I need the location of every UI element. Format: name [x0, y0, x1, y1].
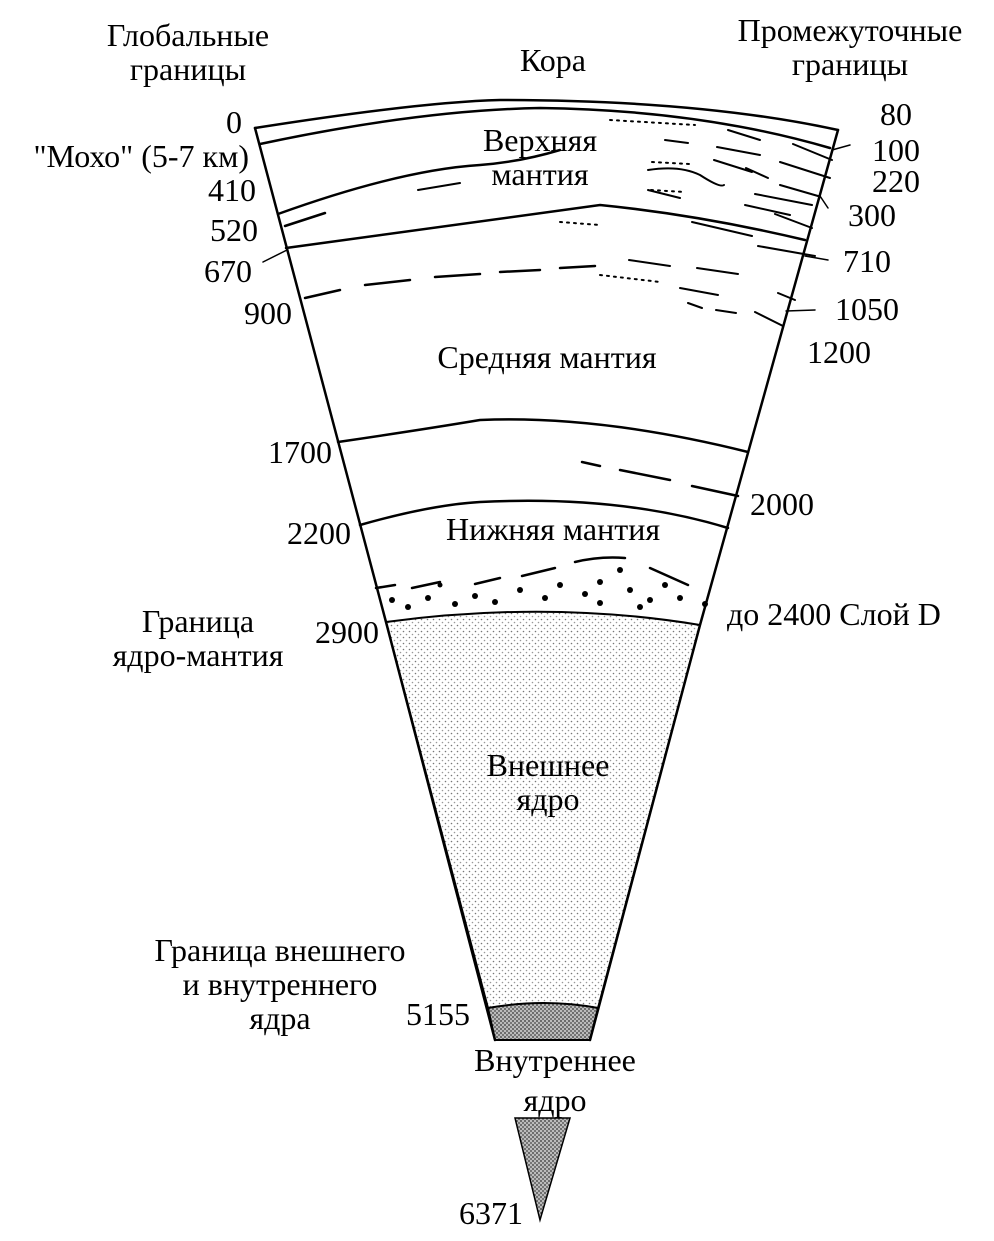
moho-label: "Мохо" (5-7 км) — [33, 138, 249, 174]
boundary-670 — [284, 203, 807, 250]
header-intermediate-boundaries: Промежуточные границы — [738, 13, 963, 81]
layer-d-dots — [389, 567, 708, 610]
header-line: границы — [129, 51, 247, 87]
label-line: Внутреннее — [474, 1042, 636, 1078]
label-line: и внутреннего — [182, 966, 378, 1002]
depth-900: 900 — [244, 295, 292, 331]
moho-line — [258, 106, 832, 150]
label-line: Граница — [141, 603, 255, 639]
layer-d-label: до 2400 Слой D — [727, 596, 941, 632]
depth-710: 710 — [843, 243, 891, 279]
wedge-right-edge — [588, 128, 840, 1042]
depth-1200: 1200 — [807, 334, 871, 370]
depth-670: 670 — [204, 253, 252, 289]
inner-outer-core-boundary-label: Граница внешнего и внутреннего ядра — [155, 933, 406, 1035]
depth-0: 0 — [226, 104, 242, 140]
depth-80: 80 — [880, 96, 912, 132]
header-line: Глобальные — [106, 17, 270, 53]
boundary-2200 — [358, 499, 730, 530]
label-line: ядра — [249, 1000, 311, 1036]
depth-1050: 1050 — [835, 291, 899, 327]
lower-mantle-label: Нижняя мантия — [445, 511, 661, 547]
inner-core-tip — [514, 1117, 572, 1223]
label-line: ядро — [516, 781, 580, 817]
header-crust: Кора — [520, 42, 586, 78]
core-mantle-boundary-label: Граница ядро-мантия — [113, 604, 284, 672]
label-line: мантия — [491, 156, 589, 192]
boundary-1700 — [336, 418, 750, 454]
depth-100: 100 — [872, 132, 920, 168]
label-line: Граница внешнего — [154, 932, 406, 968]
wedge-left-edge — [253, 126, 497, 1042]
depth-5155: 5155 — [406, 996, 470, 1032]
surface-line — [253, 98, 840, 132]
upper-mantle-label: Верхняя мантия — [483, 123, 597, 191]
boundary-2000 — [580, 460, 740, 498]
outer-core-label: Внешнее ядро — [487, 748, 610, 816]
label-line: Внешнее — [486, 747, 610, 783]
label-line: ядро-мантия — [112, 637, 284, 673]
depth-520: 520 — [210, 212, 258, 248]
depth-6371: 6371 — [459, 1195, 523, 1231]
boundary-410 — [276, 148, 562, 216]
depth-2200: 2200 — [287, 515, 351, 551]
label-line: Верхняя — [482, 122, 598, 158]
boundary-900 — [303, 264, 597, 300]
header-line: Промежуточные — [737, 12, 963, 48]
inner-core-top — [486, 1002, 600, 1041]
middle-mantle-label: Средняя мантия — [437, 339, 657, 375]
header-line: границы — [791, 46, 909, 82]
depth-2000: 2000 — [750, 486, 814, 522]
depth-300: 300 — [848, 197, 896, 233]
label-line: ядро — [523, 1082, 587, 1118]
depth-410: 410 — [208, 172, 256, 208]
inner-core-label: Внутреннее ядро — [474, 1040, 636, 1120]
header-global-boundaries: Глобальные границы — [107, 18, 269, 86]
depth-1700: 1700 — [268, 434, 332, 470]
depth-220: 220 — [872, 163, 920, 199]
depth-2900: 2900 — [315, 614, 379, 650]
